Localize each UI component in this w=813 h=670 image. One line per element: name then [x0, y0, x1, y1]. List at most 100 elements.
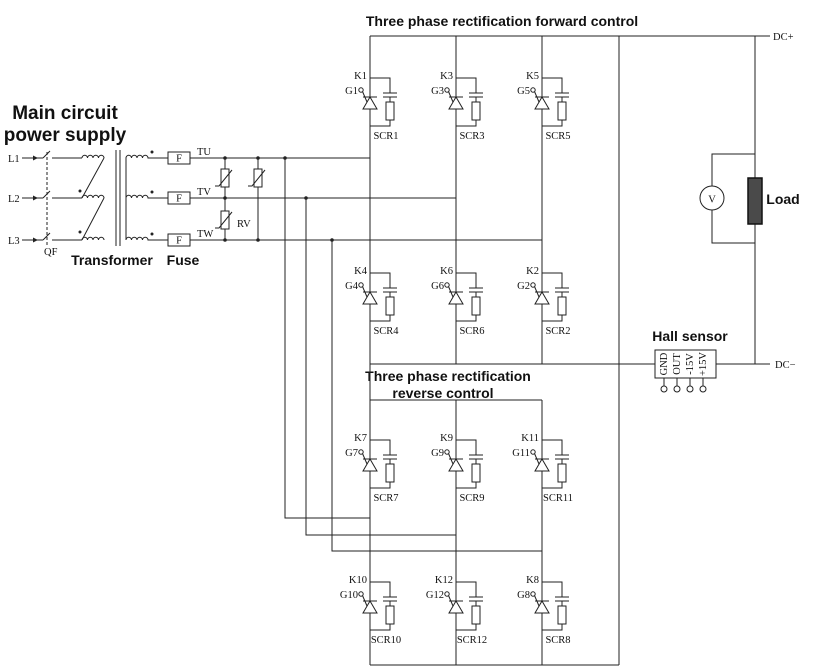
gate-lead [448, 286, 454, 298]
thyristor-symbol [362, 600, 378, 614]
delta-connection [81, 157, 105, 241]
reverse-phase-u-wire [284, 158, 370, 519]
thyristor-bridges: K1G1SCR1K3G3SCR3K5G5SCR5K4G4SCR4K6G6SCR6… [340, 71, 573, 646]
cathode-label: K5 [526, 71, 539, 82]
varistors: RV [215, 158, 266, 240]
thyristor-label: SCR12 [457, 635, 487, 646]
cathode-label: K12 [435, 575, 453, 586]
snubber-resistor [557, 296, 567, 316]
fuse-label: Fuse [167, 252, 200, 268]
gate-terminal [444, 449, 450, 455]
gate-lead [534, 91, 540, 103]
snubber-resistor [471, 463, 481, 483]
thyristor-symbol [362, 96, 378, 110]
fuse-letter: F [176, 154, 182, 165]
snubber-wire [456, 581, 477, 631]
cathode-label: K7 [354, 433, 367, 444]
secondary-coil [125, 236, 168, 241]
gate-lead [362, 286, 368, 298]
hall-pin-terminal [673, 385, 681, 393]
thyristor-label: SCR3 [459, 131, 484, 142]
junction-dot [283, 156, 287, 160]
snubber-wire [456, 439, 477, 489]
snubber-resistor [385, 463, 395, 483]
thyristor-symbol [534, 291, 550, 305]
thyristor-label: SCR9 [459, 493, 484, 504]
thyristor-symbol [448, 600, 464, 614]
varistor-uv [215, 168, 233, 188]
secondary-coil [125, 154, 168, 159]
gate-lead [362, 595, 368, 607]
cathode-label: K1 [354, 71, 367, 82]
cathode-label: K8 [526, 575, 539, 586]
primary-coil [81, 194, 105, 199]
varistor-slash [215, 211, 233, 229]
phase-output-label: TU [197, 147, 211, 158]
cathode-label: K4 [354, 266, 368, 277]
phase-input-label: L3 [8, 236, 20, 247]
hall-pin-terminal [686, 385, 694, 393]
snubber-resistor [385, 296, 395, 316]
snubber-capacitor [469, 92, 483, 98]
gate-terminal [358, 449, 364, 455]
snubber-wire [542, 439, 563, 489]
cathode-label: K2 [526, 266, 539, 277]
thyristor-label: SCR8 [545, 635, 570, 646]
snubber-wire [456, 272, 477, 322]
snubber-resistor [385, 605, 395, 625]
gate-label: G3 [431, 86, 444, 97]
gate-terminal [530, 282, 536, 288]
snubber-wire [542, 77, 563, 127]
thyristor-label: SCR1 [373, 131, 398, 142]
input-arrow-wires [22, 157, 43, 241]
hall-pin-leads [663, 378, 704, 386]
thyristor-symbol [448, 291, 464, 305]
load-label: Load [766, 191, 799, 207]
gate-label: G4 [345, 281, 359, 292]
gate-label: G6 [431, 281, 444, 292]
gate-label: G12 [426, 590, 444, 601]
transformer-core [115, 150, 121, 246]
snubber-resistor [557, 463, 567, 483]
snubber-capacitor [383, 454, 397, 460]
gate-label: G7 [345, 448, 358, 459]
breaker-contacts [42, 150, 82, 241]
arrow-right-icon [33, 237, 38, 243]
snubber-resistor [385, 101, 395, 121]
transformer: Transformer [71, 150, 168, 268]
snubber-capacitor [469, 454, 483, 460]
junction-dot [330, 238, 334, 242]
load-resistor [747, 177, 763, 225]
arrow-right-icon [33, 155, 38, 161]
varistor-slash [215, 169, 233, 187]
phase-output-label: TV [197, 187, 211, 198]
polarity-dot [78, 230, 82, 234]
voltmeter-icon [699, 185, 725, 211]
cathode-label: K10 [349, 575, 367, 586]
transformer-label: Transformer [71, 252, 153, 268]
hall-pin-label: -15V [685, 353, 696, 375]
snubber-capacitor [469, 596, 483, 602]
gate-lead [362, 91, 368, 103]
thyristor-symbol [534, 458, 550, 472]
snubber-wire [542, 272, 563, 322]
gate-terminal [444, 591, 450, 597]
gate-terminal [444, 87, 450, 93]
cathode-label: K11 [521, 433, 539, 444]
dc-minus-label: DC− [775, 360, 796, 371]
fuse-body [167, 233, 191, 247]
polarity-dot [150, 232, 154, 236]
thyristor-symbol [362, 458, 378, 472]
snubber-capacitor [469, 287, 483, 293]
primary-coil [81, 154, 105, 159]
reverse-phase-v-wire [305, 198, 456, 536]
varistor-label: RV [237, 219, 251, 230]
snubber-capacitor [383, 287, 397, 293]
